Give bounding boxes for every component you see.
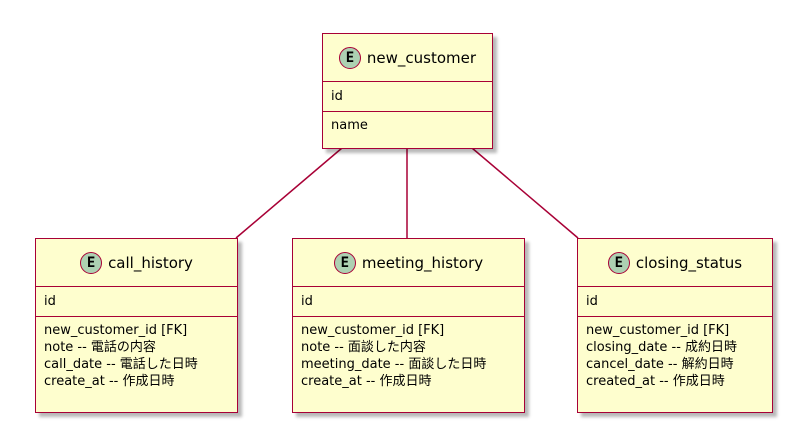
attribute-field: call_date -- 電話した日時 bbox=[44, 357, 198, 372]
attribute-field: note -- 電話の内容 bbox=[44, 340, 156, 355]
attribute-section: new_customer_id [FK] closing_date -- 成約日… bbox=[578, 316, 772, 394]
entity-title: call_history bbox=[108, 253, 193, 272]
attribute-section: new_customer_id [FK] note -- 電話の内容 call_… bbox=[36, 316, 237, 394]
attribute-field: closing_date -- 成約日時 bbox=[586, 340, 738, 355]
primary-key-section: id bbox=[293, 286, 524, 316]
entity-closing-status[interactable]: E closing_status id new_customer_id [FK]… bbox=[577, 238, 773, 413]
attribute-field: new_customer_id [FK] bbox=[301, 323, 445, 338]
attribute-field: new_customer_id [FK] bbox=[44, 323, 188, 338]
attribute-section: name bbox=[323, 111, 492, 138]
entity-e-icon: E bbox=[80, 251, 103, 274]
entity-header: E meeting_history bbox=[293, 239, 524, 286]
entity-meeting-history[interactable]: E meeting_history id new_customer_id [FK… bbox=[292, 238, 525, 413]
primary-key-section: id bbox=[323, 81, 492, 111]
entity-header: E closing_status bbox=[578, 239, 772, 286]
entity-title: closing_status bbox=[635, 253, 743, 272]
entity-header: E new_customer bbox=[323, 34, 492, 81]
attribute-field: cancel_date -- 解約日時 bbox=[586, 357, 734, 372]
edge-new-customer-to-closing-status bbox=[471, 147, 579, 239]
attribute-field: new_customer_id [FK] bbox=[586, 323, 730, 338]
entity-header: E call_history bbox=[36, 239, 237, 286]
primary-key-field: id bbox=[44, 294, 56, 309]
entity-call-history[interactable]: E call_history id new_customer_id [FK] n… bbox=[35, 238, 238, 413]
attribute-field: note -- 面談した内容 bbox=[301, 340, 426, 355]
attribute-field: create_at -- 作成日時 bbox=[44, 374, 175, 389]
primary-key-section: id bbox=[578, 286, 772, 316]
primary-key-section: id bbox=[36, 286, 237, 316]
edge-new-customer-to-call-history bbox=[235, 147, 343, 239]
attribute-field: meeting_date -- 面談した日時 bbox=[301, 357, 487, 372]
entity-e-icon: E bbox=[607, 251, 630, 274]
primary-key-field: id bbox=[331, 89, 343, 104]
attribute-field: name bbox=[331, 118, 368, 133]
entity-new-customer[interactable]: E new_customer id name bbox=[322, 33, 493, 149]
attribute-field: created_at -- 作成日時 bbox=[586, 374, 725, 389]
entity-e-icon: E bbox=[333, 251, 356, 274]
entity-title: new_customer bbox=[366, 48, 477, 67]
attribute-field: create_at -- 作成日時 bbox=[301, 374, 432, 389]
attribute-section: new_customer_id [FK] note -- 面談した内容 meet… bbox=[293, 316, 524, 394]
entity-title: meeting_history bbox=[361, 253, 484, 272]
primary-key-field: id bbox=[586, 294, 598, 309]
entity-e-icon: E bbox=[338, 46, 361, 69]
primary-key-field: id bbox=[301, 294, 313, 309]
